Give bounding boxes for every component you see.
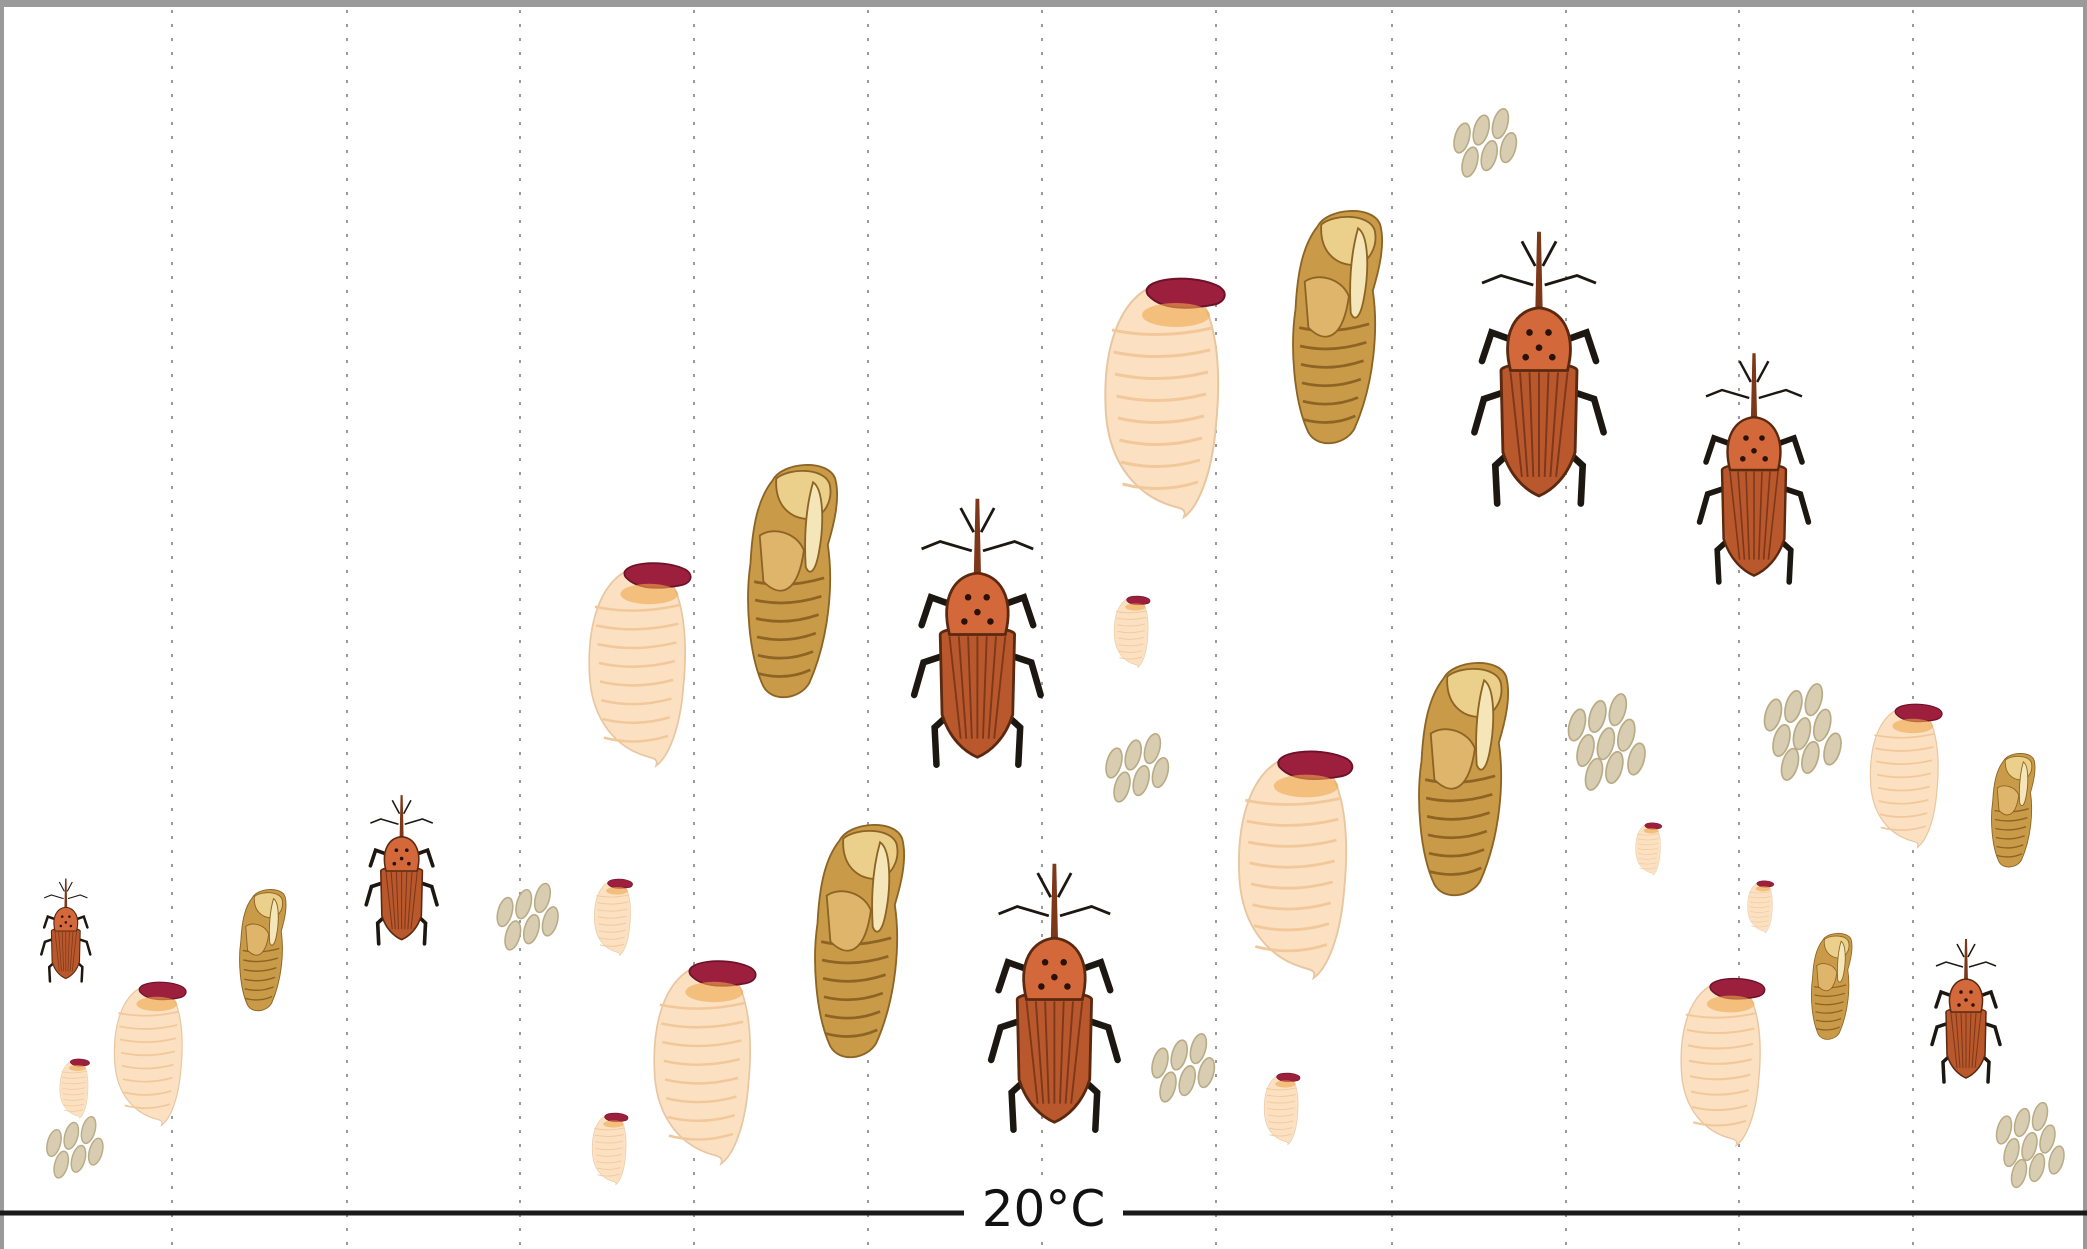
frame-top-edge bbox=[0, 0, 2087, 7]
frame-left-edge bbox=[0, 0, 4, 1249]
frame-right-edge bbox=[2083, 0, 2087, 1249]
